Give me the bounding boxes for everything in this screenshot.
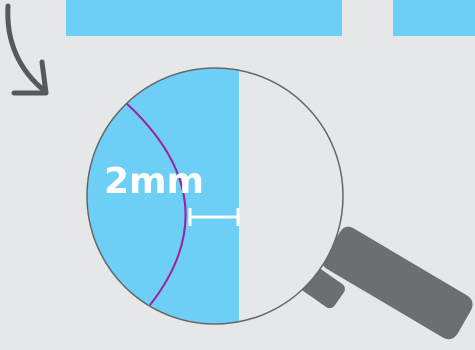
curved-arrow-down-right-icon — [5, 3, 49, 96]
top-strip-right — [393, 0, 475, 36]
lens-outline — [86, 67, 344, 325]
cut-line — [124, 101, 187, 306]
top-strip-left — [66, 0, 342, 36]
measurement-label: 2mm — [104, 161, 205, 202]
measurement-marker — [188, 208, 240, 226]
